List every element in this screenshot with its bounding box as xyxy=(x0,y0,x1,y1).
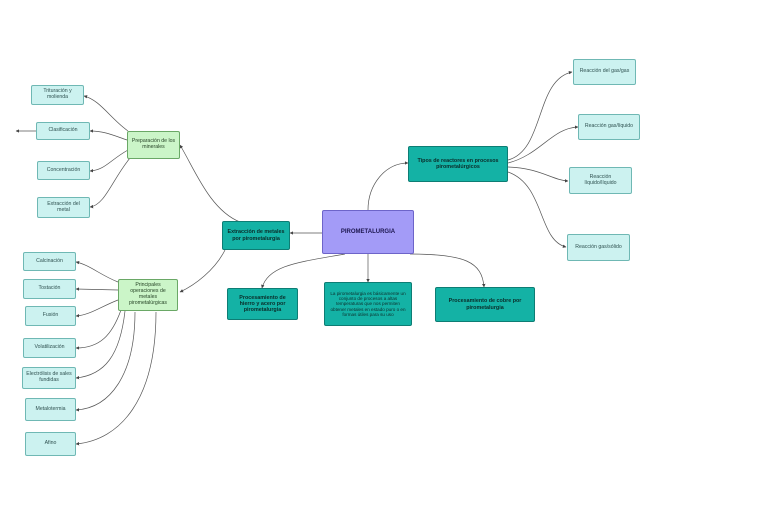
edge-op-item-3 xyxy=(75,309,122,350)
op-item-calcinacion[interactable]: Calcinación xyxy=(23,252,76,271)
reac-item-label: Reacción gas/líquido xyxy=(584,123,634,130)
descripcion-node-label: La pirometalurgia es básicamente un conj… xyxy=(330,290,406,317)
prep-item-label: Concentración xyxy=(46,166,81,173)
center-node-label: PIROMETALURGIA xyxy=(340,228,396,235)
edge-prep-item-1 xyxy=(89,129,128,141)
prep-item-label: Extracción del metal xyxy=(47,200,80,213)
prep-item-concentracion[interactable]: Concentración xyxy=(37,161,90,180)
operaciones-node[interactable]: Principales operaciones de metales pirom… xyxy=(118,279,178,311)
op-item-afino[interactable]: Afino xyxy=(25,432,76,456)
op-item-label: Tostación xyxy=(38,285,61,292)
tipos-node[interactable]: Tipos de reactores en procesos pirometal… xyxy=(408,146,508,182)
op-item-label: Electrólisis de sales fundidas xyxy=(26,371,72,383)
op-item-electrolisis[interactable]: Electrólisis de sales fundidas xyxy=(22,367,76,389)
extraccion-node-label: Extracción de metales por pirometalurgia xyxy=(227,229,285,242)
edge-extraccion-preparacion xyxy=(179,144,241,223)
prep-item-label: Clasificación xyxy=(48,127,78,134)
edge-prep-item-3 xyxy=(89,157,131,209)
descripcion-node[interactable]: La pirometalurgia es básicamente un conj… xyxy=(324,282,412,326)
edge-tipos-reac-0 xyxy=(507,70,573,161)
prep-item-extraccion[interactable]: Extracción del metal xyxy=(37,197,90,218)
edge-op-item-6 xyxy=(75,311,157,446)
prep-item-clasificacion[interactable]: Clasificación xyxy=(36,122,90,140)
edge-op-item-4 xyxy=(75,310,126,380)
edge-center-cobre xyxy=(409,253,486,288)
reac-item-gas-liquido[interactable]: Reacción gas/líquido xyxy=(578,114,640,140)
edge-op-item-5 xyxy=(75,311,136,412)
edge-op-item-0 xyxy=(75,260,119,283)
edge-tipos-reac-1 xyxy=(507,125,579,164)
edge-center-tipos xyxy=(367,161,409,211)
reac-item-gas-gas[interactable]: Reacción del gas/gas xyxy=(573,59,636,85)
center-node[interactable]: PIROMETALURGIA xyxy=(322,210,414,254)
reac-item-label: Reacción del gas/gas xyxy=(579,68,630,75)
edge-extraccion-operaciones xyxy=(179,249,226,293)
edge-prep-item-2 xyxy=(89,149,129,173)
op-item-metalotermia[interactable]: Metalotermia xyxy=(25,398,76,421)
preparacion-node-label: Preparación de los minerales xyxy=(131,138,176,150)
edge-center-hierro xyxy=(261,253,346,289)
reac-item-liquido-liquido[interactable]: Reacción líquido/líquido xyxy=(569,167,632,194)
op-item-label: Fusión xyxy=(42,312,59,319)
operaciones-node-label: Principales operaciones de metales pirom… xyxy=(128,282,168,306)
prep-item-label: Trituración y molienda xyxy=(43,88,72,100)
op-item-label: Calcinación xyxy=(36,257,63,264)
reac-item-gas-solido[interactable]: Reacción gas/sólido xyxy=(567,234,630,261)
op-item-volatilizacion[interactable]: Volatilización xyxy=(23,338,76,358)
extraccion-node[interactable]: Extracción de metales por pirometalurgia xyxy=(222,221,290,250)
op-item-label: Metalotermia xyxy=(35,405,66,412)
reac-item-label: Reacción gas/sólido xyxy=(575,243,622,250)
reac-item-label: Reacción líquido/líquido xyxy=(584,173,617,186)
preparacion-node[interactable]: Preparación de los minerales xyxy=(127,131,180,159)
hierro-node-label: Procesamiento de hierro y acero por piro… xyxy=(239,294,286,314)
hierro-node[interactable]: Procesamiento de hierro y acero por piro… xyxy=(227,288,298,320)
edge-op-item-2 xyxy=(75,299,119,318)
op-item-fusion[interactable]: Fusión xyxy=(25,306,76,326)
cobre-node-label: Procesamiento de cobre por pirometalurgi… xyxy=(448,298,522,311)
prep-item-trituracion[interactable]: Trituración y molienda xyxy=(31,85,84,105)
cobre-node[interactable]: Procesamiento de cobre por pirometalurgi… xyxy=(435,287,535,322)
edge-tipos-reac-3 xyxy=(507,171,567,248)
tipos-node-label: Tipos de reactores en procesos pirometal… xyxy=(417,157,499,170)
op-item-tostacion[interactable]: Tostación xyxy=(23,279,76,299)
edge-tipos-reac-2 xyxy=(507,166,569,183)
edge-op-item-1 xyxy=(75,287,119,291)
op-item-label: Volatilización xyxy=(34,344,65,351)
edge-prep-item-0 xyxy=(83,95,129,132)
op-item-label: Afino xyxy=(44,440,57,447)
